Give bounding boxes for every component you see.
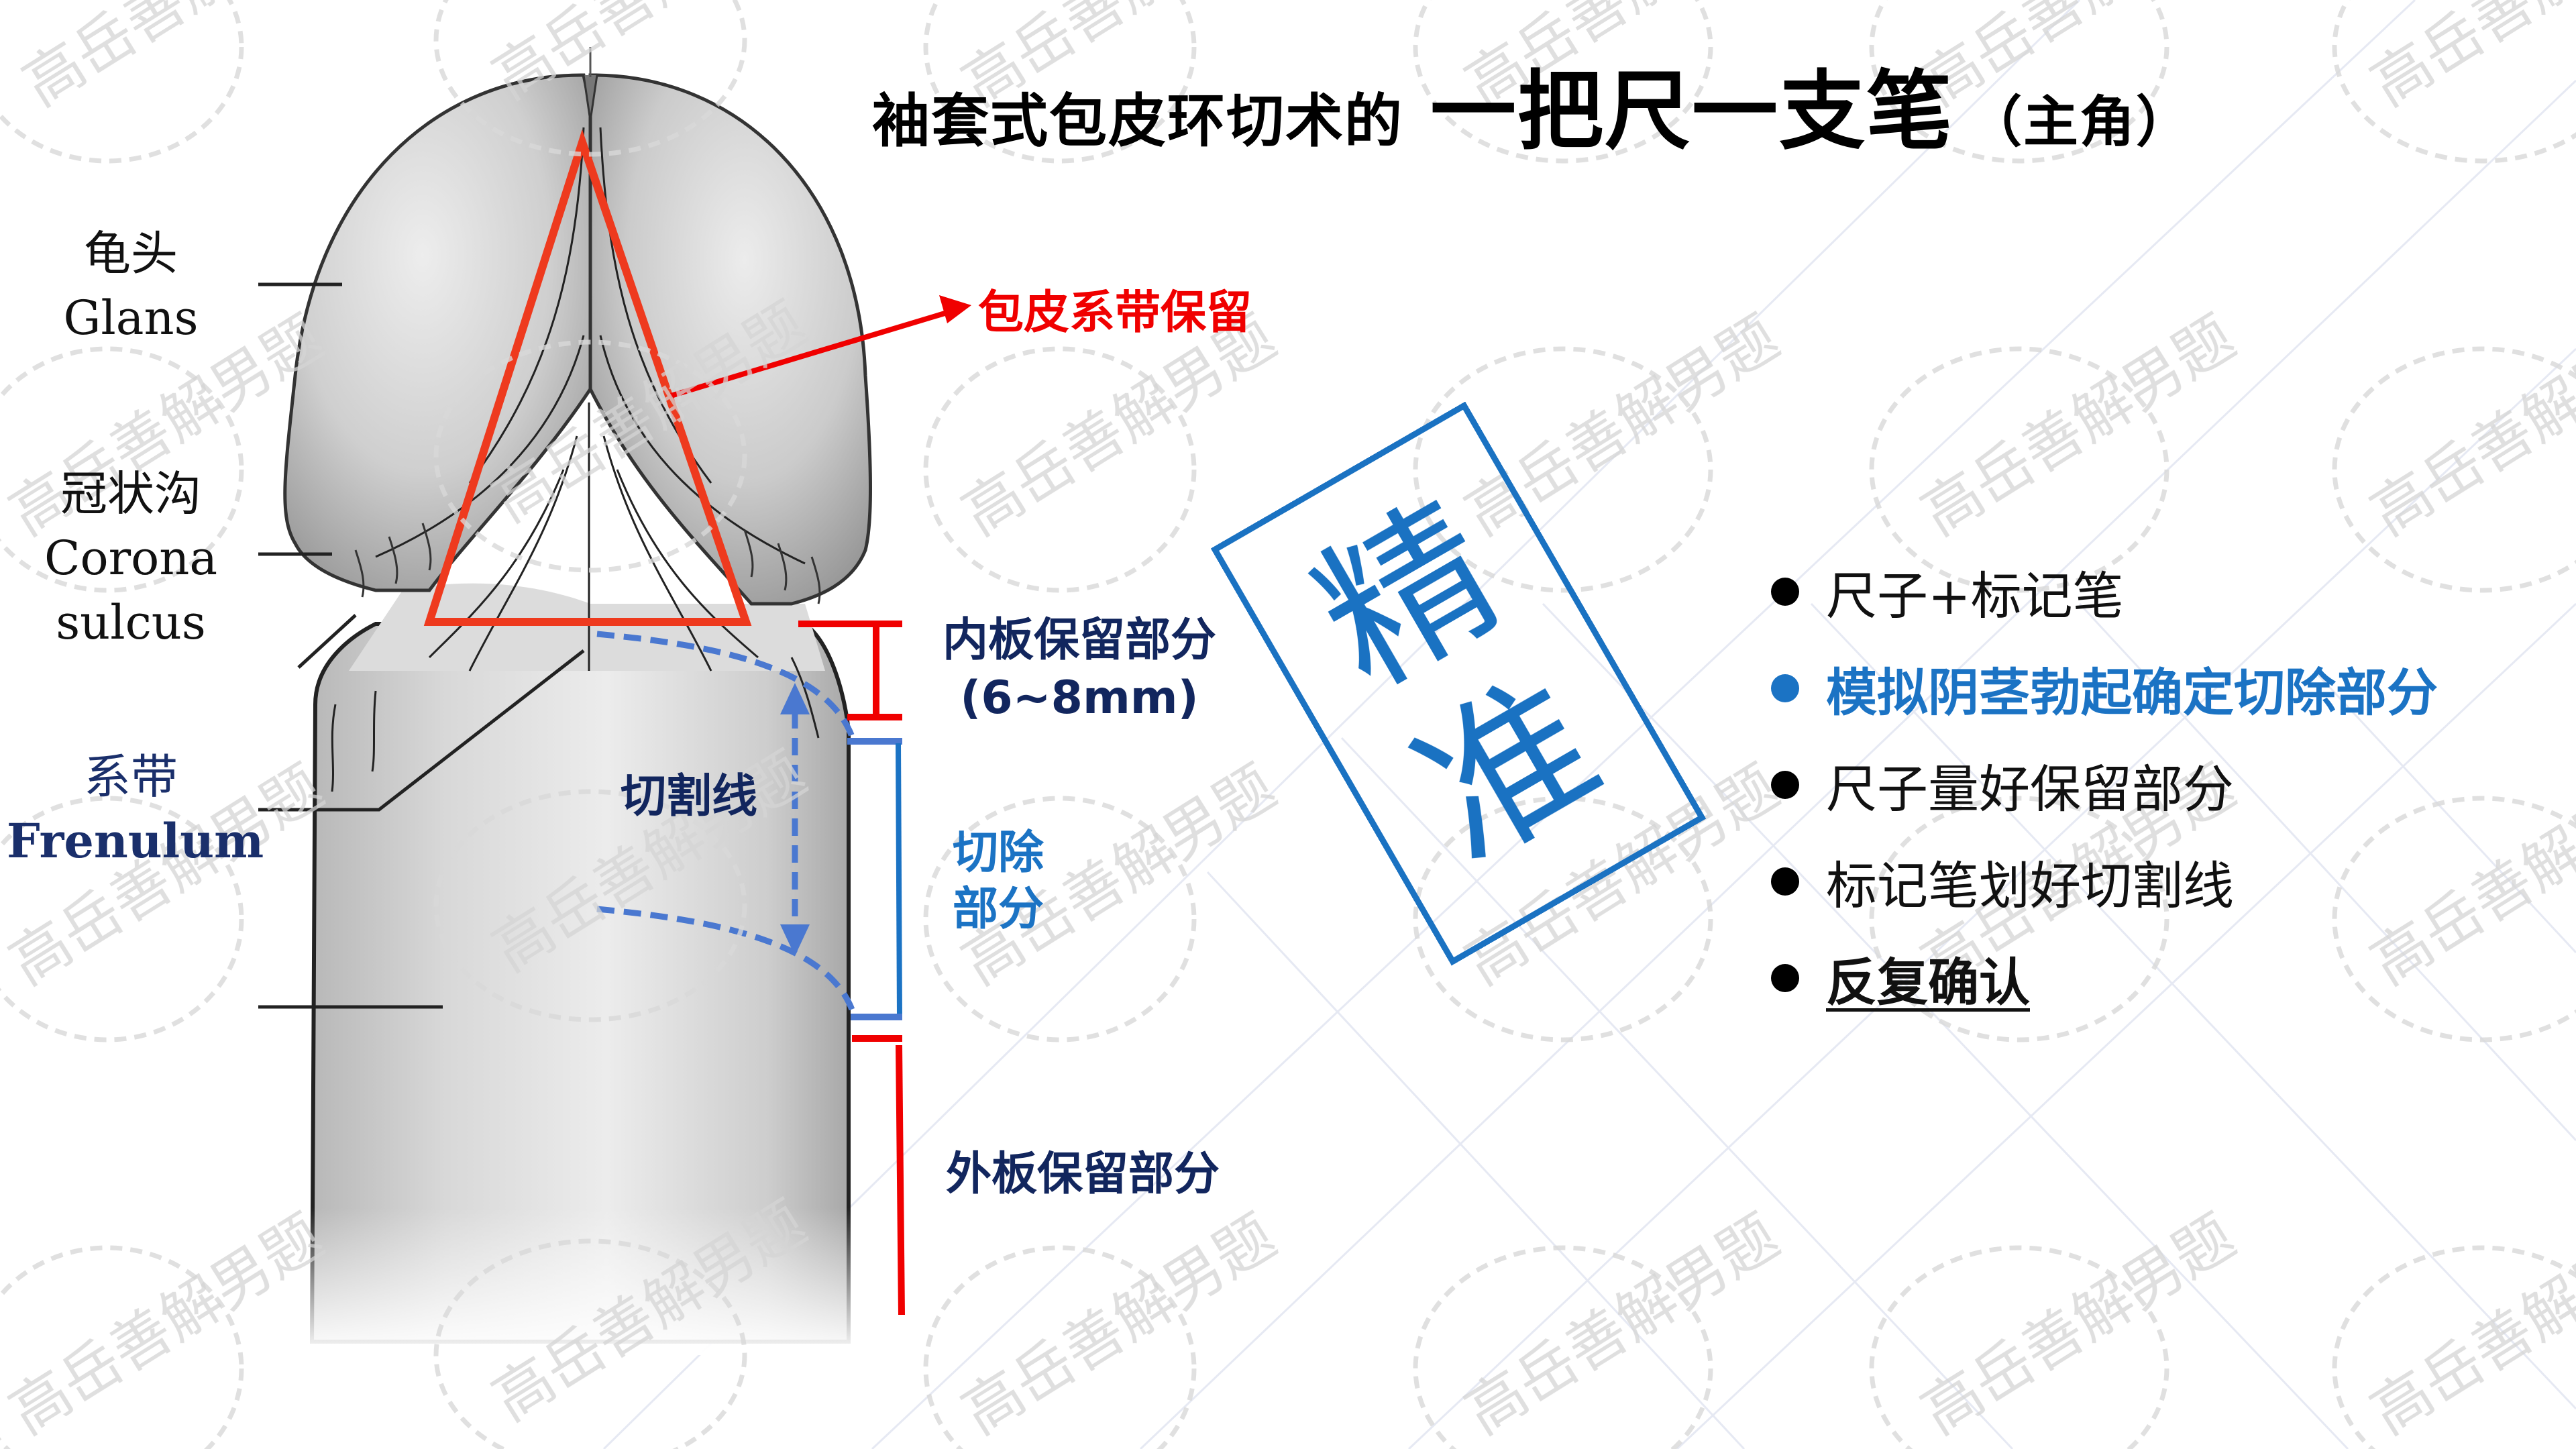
bullet-item: 反复确认 (1771, 930, 2438, 1026)
bullet-dot-icon (1771, 964, 1799, 992)
excise-text-2: 部分 (953, 883, 1044, 936)
bullet-item: 尺子+标记笔 (1771, 543, 2438, 640)
frenulum-preserve-label: 包皮系带保留 (978, 286, 1252, 339)
label-frenulum: 系带 Frenulum (7, 745, 264, 873)
bullet-dot-icon (1771, 771, 1799, 799)
bullet-item: 标记笔划好切割线 (1771, 833, 2438, 930)
bullet-dot-icon (1771, 867, 1799, 896)
cut-line-lower (596, 906, 855, 1011)
label-corona-zh: 冠状沟 (60, 466, 201, 521)
title-prefix: 袖套式包皮环切术的 (872, 88, 1403, 155)
inner-preserve-text: 内板保留部分 (943, 614, 1217, 667)
label-glans-zh: 龟头 (84, 226, 178, 281)
label-glans: 龟头 Glans (54, 221, 208, 350)
label-frenulum-zh: 系带 (84, 749, 178, 804)
excise-text-1: 切除 (953, 826, 1044, 879)
label-corona-en-2: sulcus (56, 595, 206, 650)
title-emphasis: 一把尺一支笔 (1430, 62, 1954, 162)
bullet-dot-icon (1771, 674, 1799, 702)
label-frenulum-en: Frenulum (7, 813, 264, 869)
excise-part-label: 切除 部分 (953, 825, 1044, 938)
outer-preserve-label: 外板保留部分 (946, 1148, 1220, 1201)
label-corona-sulcus: 冠状沟 Corona sulcus (34, 462, 228, 655)
leader-frenulum (258, 649, 585, 812)
slide-title: 袖套式包皮环切术的一把尺一支笔（主角） (872, 42, 2192, 166)
bullet-item: 尺子量好保留部分 (1771, 737, 2438, 833)
inner-preserve-label: 内板保留部分 (6~8mm) (943, 612, 1216, 727)
cut-line-upper (596, 631, 855, 738)
bullet-dot-icon (1771, 578, 1799, 606)
bullet-list: 尺子+标记笔 模拟阴茎勃起确定切除部分 尺子量好保留部分 标记笔划好切割线 反复… (1771, 543, 2438, 1026)
title-suffix: （主角） (1967, 91, 2193, 154)
inner-preserve-range: (6~8mm) (960, 672, 1199, 724)
cut-line-label: 切割线 (621, 770, 758, 823)
label-corona-en-1: Corona (44, 531, 218, 586)
bullet-item: 模拟阴茎勃起确定切除部分 (1771, 640, 2438, 737)
label-glans-en: Glans (63, 290, 199, 345)
glans-right-lobe (588, 73, 872, 606)
